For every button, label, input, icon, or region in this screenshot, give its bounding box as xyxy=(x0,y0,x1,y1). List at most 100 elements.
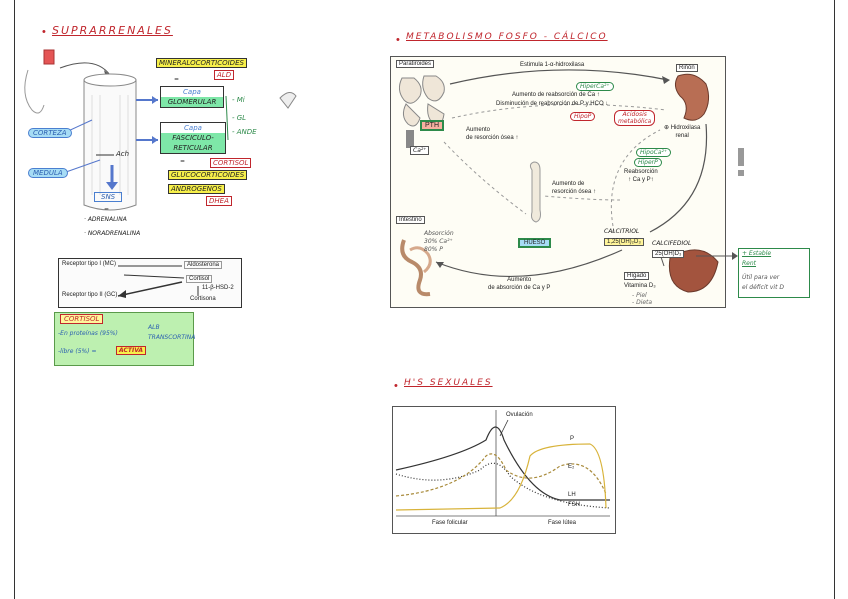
calcitriol-label: CALCITRIOL xyxy=(604,228,640,235)
adrenalina-item: · ADRENALINA xyxy=(84,216,127,223)
calcifediol-side-note xyxy=(738,248,810,298)
left-page-edge xyxy=(14,0,15,599)
cortisol-receptor-label: Cortisol xyxy=(186,275,213,283)
series-p-label: P xyxy=(570,436,575,442)
hidroxilasa-label: ⊕ Hidroxilasa renal xyxy=(664,124,700,140)
disminucion-reabsorcion: Disminución de reabsorción de P y HCO ↓ xyxy=(496,101,609,107)
calcifediol-value: 25(OH)D₃ xyxy=(652,250,685,258)
capa-glomerular-line1: Capa xyxy=(183,88,201,96)
series-e2-label: E₂ xyxy=(568,464,575,470)
acidosis-note: Acidosis metabólica xyxy=(614,110,656,126)
aumento-resorcion-1: Aumento de resorción ósea ↑ xyxy=(466,126,518,142)
fase-lutea-label: Fase lútea xyxy=(548,520,577,526)
gl-label: - GL xyxy=(232,114,247,122)
estimula-label: Estimula 1-α-hidroxilasa xyxy=(520,62,585,68)
hueso-label: HUESO xyxy=(518,238,552,248)
capa-fasc-line1: Capa xyxy=(184,124,202,132)
aldosterona-label: Aldosterona xyxy=(184,261,223,269)
capa-glomerular-box: Capa GLOMERULAR xyxy=(160,86,224,108)
pth-label: PTH xyxy=(420,120,444,131)
cortisona-label: Cortisona xyxy=(190,296,216,302)
equals-sign: = xyxy=(180,158,186,165)
transcortina-label: TRANSCORTINA xyxy=(148,334,196,341)
hsd-label: 11-β-HSD-2 xyxy=(202,285,234,291)
ande-label: - ANDE xyxy=(232,128,257,136)
equals-sign: = xyxy=(174,76,180,83)
capa-glomerular-line2: GLOMERULAR xyxy=(161,97,223,107)
section-bullet: • xyxy=(42,26,46,38)
intestino-label: Intestino xyxy=(396,216,425,224)
aldosterona-abbrev: ALD xyxy=(214,70,235,80)
dhea-label: DHEA xyxy=(206,196,232,206)
glucocorticoides-label: GLUCOCORTICOIDES xyxy=(168,170,248,180)
absorcion-line2: 30% Ca²⁺ xyxy=(424,238,453,245)
aumento-absorcion: Aumento de absorción de Ca y P xyxy=(488,276,550,292)
section-title-fosfo: METABOLISMO FOSFO - CÁLCICO xyxy=(406,32,608,42)
section-bullet: • xyxy=(394,380,398,392)
ovulacion-label: Ovulación xyxy=(506,412,533,418)
capa-fasc-line2: FASCICULO- xyxy=(161,133,225,143)
reab-line2: ↑ Ca y P↑ xyxy=(628,177,654,183)
series-lh-label: LH xyxy=(568,492,576,498)
series-fsh-label: FSH xyxy=(568,502,580,508)
sns-label: SNS xyxy=(94,192,123,202)
receptor-type-2: Receptor tipo II (GC) xyxy=(62,292,118,298)
dieta-label: - Dieta xyxy=(632,299,653,306)
piel-label: - Piel xyxy=(632,292,647,299)
section-title-sexuales: H'S SEXUALES xyxy=(404,378,493,388)
ach-label: Ach xyxy=(116,150,130,158)
calcifediol-label: CALCIFEDIOL xyxy=(652,240,692,247)
cortisol-bracket-label: CORTISOL xyxy=(210,158,252,168)
cortisol-free-line: -libre (5%) = xyxy=(58,348,97,355)
aum-abs-line2: de absorción de Ca y P xyxy=(488,285,551,291)
hidroxilasa-line1: ⊕ Hidroxilasa xyxy=(664,125,701,131)
hiperca-note: HiperCa²⁺ xyxy=(576,82,614,91)
capa-fasc-line3: RETICULAR xyxy=(161,143,225,153)
absorcion-line3: 80% P xyxy=(424,246,443,253)
equals-sign: = xyxy=(104,206,110,213)
aum-res1-line2: de resorción ósea ↑ xyxy=(466,135,519,141)
noradrenalina-item: · NORADRENALINA xyxy=(84,230,141,237)
aum-abs-line1: Aumento xyxy=(507,277,532,283)
receptor-type-1: Receptor tipo I (MC) xyxy=(62,261,117,267)
aumento-reabsorcion: Aumento de reabsorción de Ca ↑ xyxy=(512,92,600,98)
corteza-label: CORTEZA xyxy=(28,128,72,138)
right-page-edge xyxy=(834,0,835,599)
capa-fasciculo-box: Capa FASCICULO- RETICULAR xyxy=(160,122,226,154)
side-note-line4: el déficit vit D xyxy=(742,284,784,291)
paratiroides-label: Paratiroides xyxy=(396,60,435,68)
calcitriol-value: 1,25(OH)₂D₃ xyxy=(604,238,644,246)
androgenos-label: ANDROGENOS xyxy=(168,184,225,194)
aum-res1-line1: Aumento xyxy=(466,127,491,133)
higado-label: Hígado xyxy=(624,272,650,280)
rinon-label: Riñón xyxy=(676,64,698,72)
reabsorcion-label: Reabsorción ↑ Ca y P↑ xyxy=(624,168,658,184)
cortisol-protein-line: -En proteínas (95%) xyxy=(58,330,118,337)
reab-line1: Reabsorción xyxy=(624,169,658,175)
medula-label: MEDULA xyxy=(28,168,68,178)
aum-res2-line1: Aumento de xyxy=(552,181,585,187)
aumento-resorcion-2: Aumento de resorción ósea ↑ xyxy=(552,180,596,196)
side-note-line2: Rent xyxy=(742,260,757,267)
section-bullet: • xyxy=(396,34,400,46)
alb-label: ALB xyxy=(148,324,160,331)
activa-label: ACTIVA xyxy=(116,346,147,355)
hipoca-note: HipoCa²⁺ xyxy=(636,148,672,157)
hiperp-note: HiperP xyxy=(634,158,662,167)
acidosis-line1: Acidosis xyxy=(622,111,647,118)
mineralocorticoides-label: MINERALOCORTICOIDES xyxy=(156,58,247,68)
absorcion-note: Absorción 30% Ca²⁺ 80% P xyxy=(424,230,454,254)
vitamina-d-label: Vitamina D₃ xyxy=(624,283,656,289)
aum-res2-line2: resorción ósea ↑ xyxy=(552,189,597,195)
cortisol-note-title: CORTISOL xyxy=(60,314,104,324)
fase-folicular-label: Fase folicular xyxy=(432,520,468,526)
side-note-line3: Útil para ver xyxy=(742,274,780,281)
acidosis-line2: metabólica xyxy=(618,118,652,125)
calcium-feedback-label: Ca²⁺ xyxy=(410,146,430,155)
absorcion-line1: Absorción xyxy=(424,230,454,237)
